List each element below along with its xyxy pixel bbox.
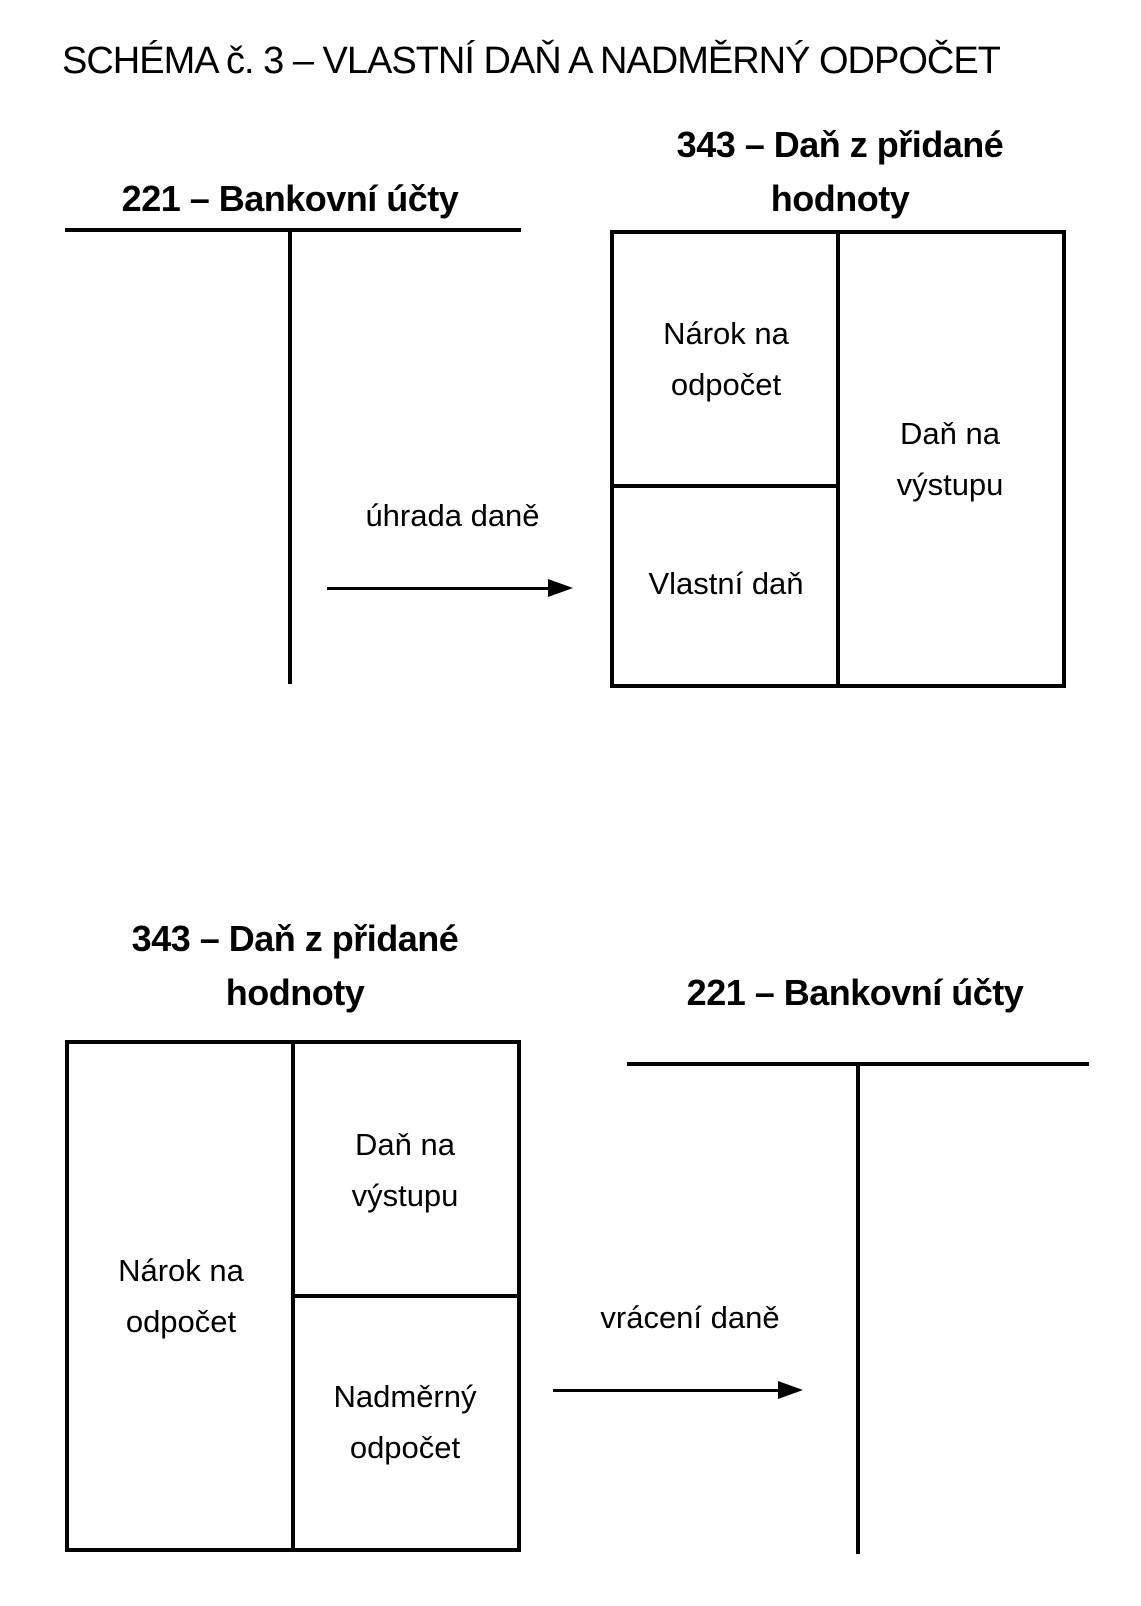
top-vat-cell-claim: Nárok na odpočet [614,234,838,484]
top-vat-vertical-divider [836,234,840,684]
top-bank-taccount-divider-line [288,228,292,684]
bottom-vat-cell-excess-deduction: Nadměrný odpočet [293,1296,517,1548]
top-flow-arrow-shaft [327,586,548,590]
bottom-vat-credit-split-line [291,1294,517,1298]
own-tax-label: Vlastní daň [648,566,804,602]
top-vat-account-heading: 343 – Daň z přidané hodnoty [676,124,1004,219]
top-vat-cell-output-tax: Daň na výstupu [838,234,1062,684]
bottom-vat-cell-claim: Nárok na odpočet [69,1044,293,1548]
bottom-bank-taccount-divider-line [856,1062,860,1554]
top-vat-account-box: Nárok na odpočet Vlastní daň Daň na výst… [610,230,1066,688]
top-vat-cell-own-tax: Vlastní daň [614,484,838,684]
bottom-vat-account-heading: 343 – Daň z přidané hodnoty [131,918,459,1013]
page-title: SCHÉMA č. 3 – VLASTNÍ DAŇ A NADMĚRNÝ ODP… [62,40,1001,82]
excess-deduction-label: Nadměrný odpočet [333,1378,477,1465]
output-tax-label: Daň na výstupu [351,1126,459,1213]
bottom-flow-label: vrácení daně [600,1300,780,1335]
top-flow-arrow [327,579,573,597]
top-bank-taccount-top-line [65,228,521,232]
bottom-vat-cell-output-tax: Daň na výstupu [293,1044,517,1296]
top-flow-label: úhrada daně [365,498,540,533]
claim-deduction-label: Nárok na odpočet [118,1252,244,1339]
bottom-bank-account-heading: 221 – Bankovní účty [686,972,1024,1013]
top-flow-arrow-head-icon [548,579,573,597]
claim-deduction-label: Nárok na odpočet [663,315,789,402]
top-bank-account-heading: 221 – Bankovní účty [121,178,459,219]
bottom-flow-arrow [553,1381,803,1399]
bottom-flow-arrow-shaft [553,1388,778,1392]
output-tax-label: Daň na výstupu [896,415,1004,502]
bottom-vat-account-box: Nárok na odpočet Daň na výstupu Nadměrný… [65,1040,521,1552]
top-vat-debit-split-line [614,483,836,488]
bottom-flow-arrow-head-icon [778,1381,803,1399]
